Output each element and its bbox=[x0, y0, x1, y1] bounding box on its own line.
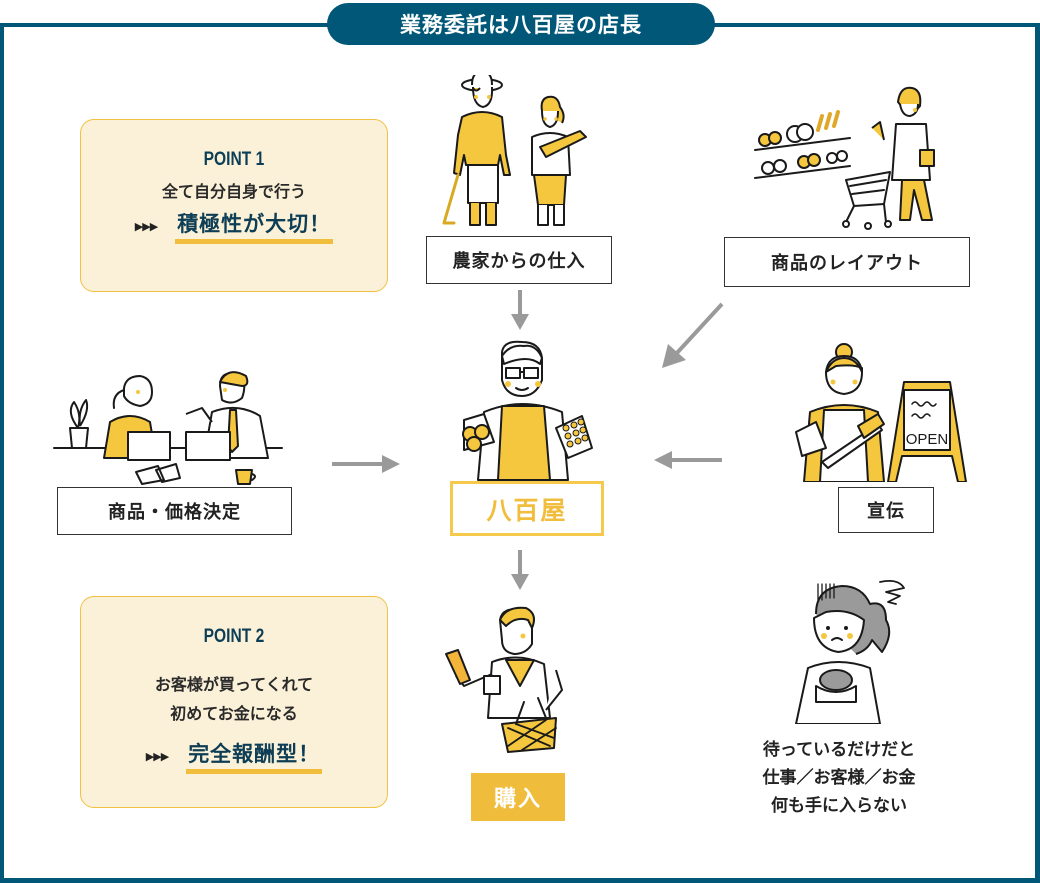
waiting-note-line: 何も手に入らない bbox=[771, 796, 907, 816]
product-price-label: 商品・価格決定 bbox=[57, 487, 292, 535]
point-1-label: POINT 1 bbox=[203, 149, 265, 170]
point-2-description-line: 初めてお金になる bbox=[170, 704, 298, 723]
arrow-down-left-icon bbox=[662, 302, 724, 368]
farm-purchase-label: 農家からの仕入 bbox=[426, 236, 612, 284]
purchase-label: 購入 bbox=[471, 773, 565, 821]
arrow-down-icon bbox=[511, 550, 529, 590]
farmers-illustration bbox=[442, 75, 587, 226]
point-1-emphasis: 積極性が大切！ bbox=[175, 208, 334, 244]
advertising-label: 宣伝 bbox=[838, 487, 934, 533]
point-2-box: POINT 2 お客様が買ってくれて 初めてお金になる ▶▶▶ 完全報酬型！ bbox=[80, 596, 388, 808]
greengrocer-label: 八百屋 bbox=[450, 481, 604, 536]
waiting-note: 待っているだけだと 仕事／お客様／お金 何も手に入らない bbox=[720, 736, 958, 820]
open-sign-illustration: OPEN bbox=[795, 343, 967, 482]
arrow-right-icon bbox=[332, 455, 400, 473]
arrow-down-icon bbox=[511, 290, 529, 330]
point-1-box: POINT 1 全て自分自身で行う ▶▶▶ 積極性が大切！ bbox=[80, 119, 388, 292]
waiting-note-line: 待っているだけだと bbox=[762, 740, 916, 760]
point-2-emphasis: 完全報酬型！ bbox=[186, 738, 323, 774]
product-layout-label: 商品のレイアウト bbox=[724, 237, 970, 287]
shopper-with-cart-illustration bbox=[754, 86, 935, 230]
arrow-left-icon bbox=[654, 451, 722, 469]
waiting-note-line: 仕事／お客様／お金 bbox=[762, 768, 916, 788]
open-sign-text: OPEN bbox=[906, 431, 949, 448]
point-2-description: お客様が買ってくれて 初めてお金になる bbox=[81, 670, 387, 728]
business-meeting-illustration bbox=[53, 371, 283, 485]
worried-woman-illustration bbox=[795, 579, 905, 724]
greengrocer-illustration bbox=[462, 340, 593, 481]
customer-with-basket-illustration bbox=[445, 606, 563, 753]
triple-triangle-icon: ▶▶▶ bbox=[134, 219, 158, 233]
point-2-description-line: お客様が買ってくれて bbox=[154, 675, 314, 694]
point-2-label: POINT 2 bbox=[203, 626, 265, 647]
point-1-description: 全て自分自身で行う bbox=[161, 182, 306, 201]
diagram-title: 業務委託は八百屋の店長 bbox=[327, 3, 715, 45]
triple-triangle-icon: ▶▶▶ bbox=[145, 749, 169, 763]
